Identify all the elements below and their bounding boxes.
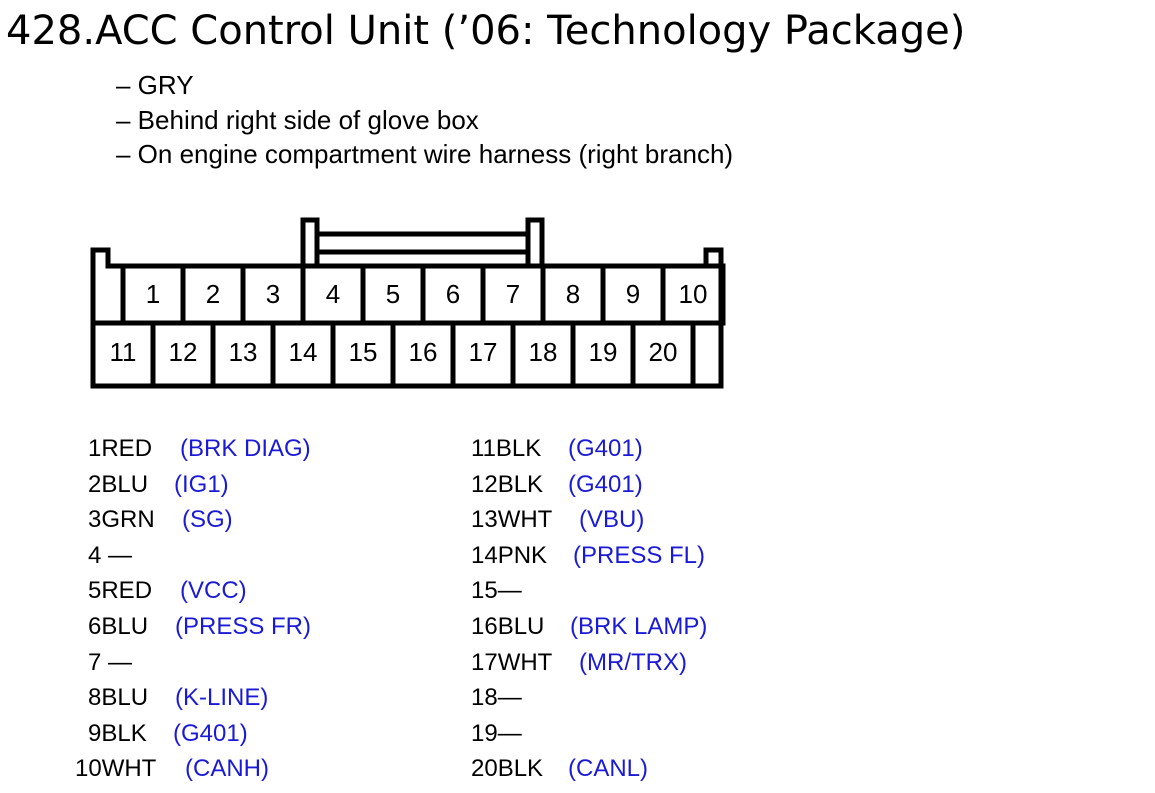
pin-signal: (SG) [182, 506, 233, 534]
pin-color: 7 — [88, 648, 133, 676]
pin-signal: (BRK LAMP) [570, 612, 708, 640]
pin-number-14: 14 [289, 337, 318, 367]
pin-color: 3GRN [88, 506, 155, 534]
pin-signal: (VBU) [579, 506, 645, 534]
pin-number-12: 12 [169, 337, 198, 367]
pin-color: 17WHT [471, 648, 553, 676]
pin-color: 1RED [88, 435, 153, 462]
pin-number-3: 3 [266, 279, 280, 309]
pin-number-16: 16 [409, 337, 438, 367]
pin-number-18: 18 [529, 337, 558, 367]
pin-number-1: 1 [146, 279, 160, 309]
pin-color: 2BLU [88, 470, 149, 498]
pin-number-7: 7 [506, 279, 520, 309]
pin-number-4: 4 [326, 279, 340, 309]
pin-color: 18— [471, 684, 522, 712]
pin-color: 8BLU [88, 684, 149, 712]
pin-number-2: 2 [206, 279, 220, 309]
note-harness: – On engine compartment wire harness (ri… [116, 139, 734, 169]
pin-number-13: 13 [229, 337, 258, 367]
pin-signal: (G401) [173, 719, 248, 747]
pin-signal: (K-LINE) [175, 684, 269, 712]
pin-number-9: 9 [626, 279, 640, 309]
pin-signal: (VCC) [180, 577, 247, 605]
pin-number-15: 15 [349, 337, 378, 367]
pin-number-17: 17 [469, 337, 498, 367]
pin-color: 5RED [88, 577, 153, 605]
pin-color: 4 — [88, 541, 133, 569]
pin-signal: (PRESS FL) [573, 541, 706, 569]
pin-color: 20BLK [471, 755, 544, 783]
pin-signal: (G401) [568, 470, 643, 498]
pin-signal: (G401) [568, 435, 643, 462]
pin-signal: (MR/TRX) [579, 648, 687, 676]
pin-color: 12BLK [471, 470, 544, 498]
pin-color: 14PNK [471, 541, 548, 569]
pin-color: 6BLU [88, 612, 149, 640]
pin-signal: (IG1) [174, 470, 229, 498]
note-color: – GRY [116, 70, 194, 100]
pin-color: 19— [471, 719, 522, 747]
pin-color: 9BLK [88, 719, 147, 747]
pin-signal: (BRK DIAG) [180, 435, 311, 462]
pin-number-5: 5 [386, 279, 400, 309]
note-location: – Behind right side of glove box [116, 104, 479, 135]
pin-number-20: 20 [649, 337, 678, 367]
connector-notes: – GRY – Behind right side of glove box –… [116, 68, 733, 172]
pin-color: 15— [471, 577, 522, 605]
pin-number-11: 11 [110, 337, 137, 367]
pin-number-19: 19 [589, 337, 618, 367]
pin-number-10: 10 [679, 279, 708, 309]
pin-color: 10WHT [75, 755, 157, 783]
pin-number-8: 8 [566, 279, 580, 309]
pin-color: 13WHT [471, 506, 553, 534]
pin-color: 11BLK [471, 435, 542, 462]
pin-signal: (CANH) [185, 755, 269, 783]
pin-signal: (CANL) [568, 755, 649, 783]
page-title: 428.ACC Control Unit (’06: Technology Pa… [6, 8, 966, 54]
pin-number-6: 6 [446, 279, 460, 309]
pin-signal: (PRESS FR) [175, 612, 312, 640]
cavity-bottom-20 [630, 320, 696, 389]
pin-color: 16BLU [471, 612, 545, 640]
